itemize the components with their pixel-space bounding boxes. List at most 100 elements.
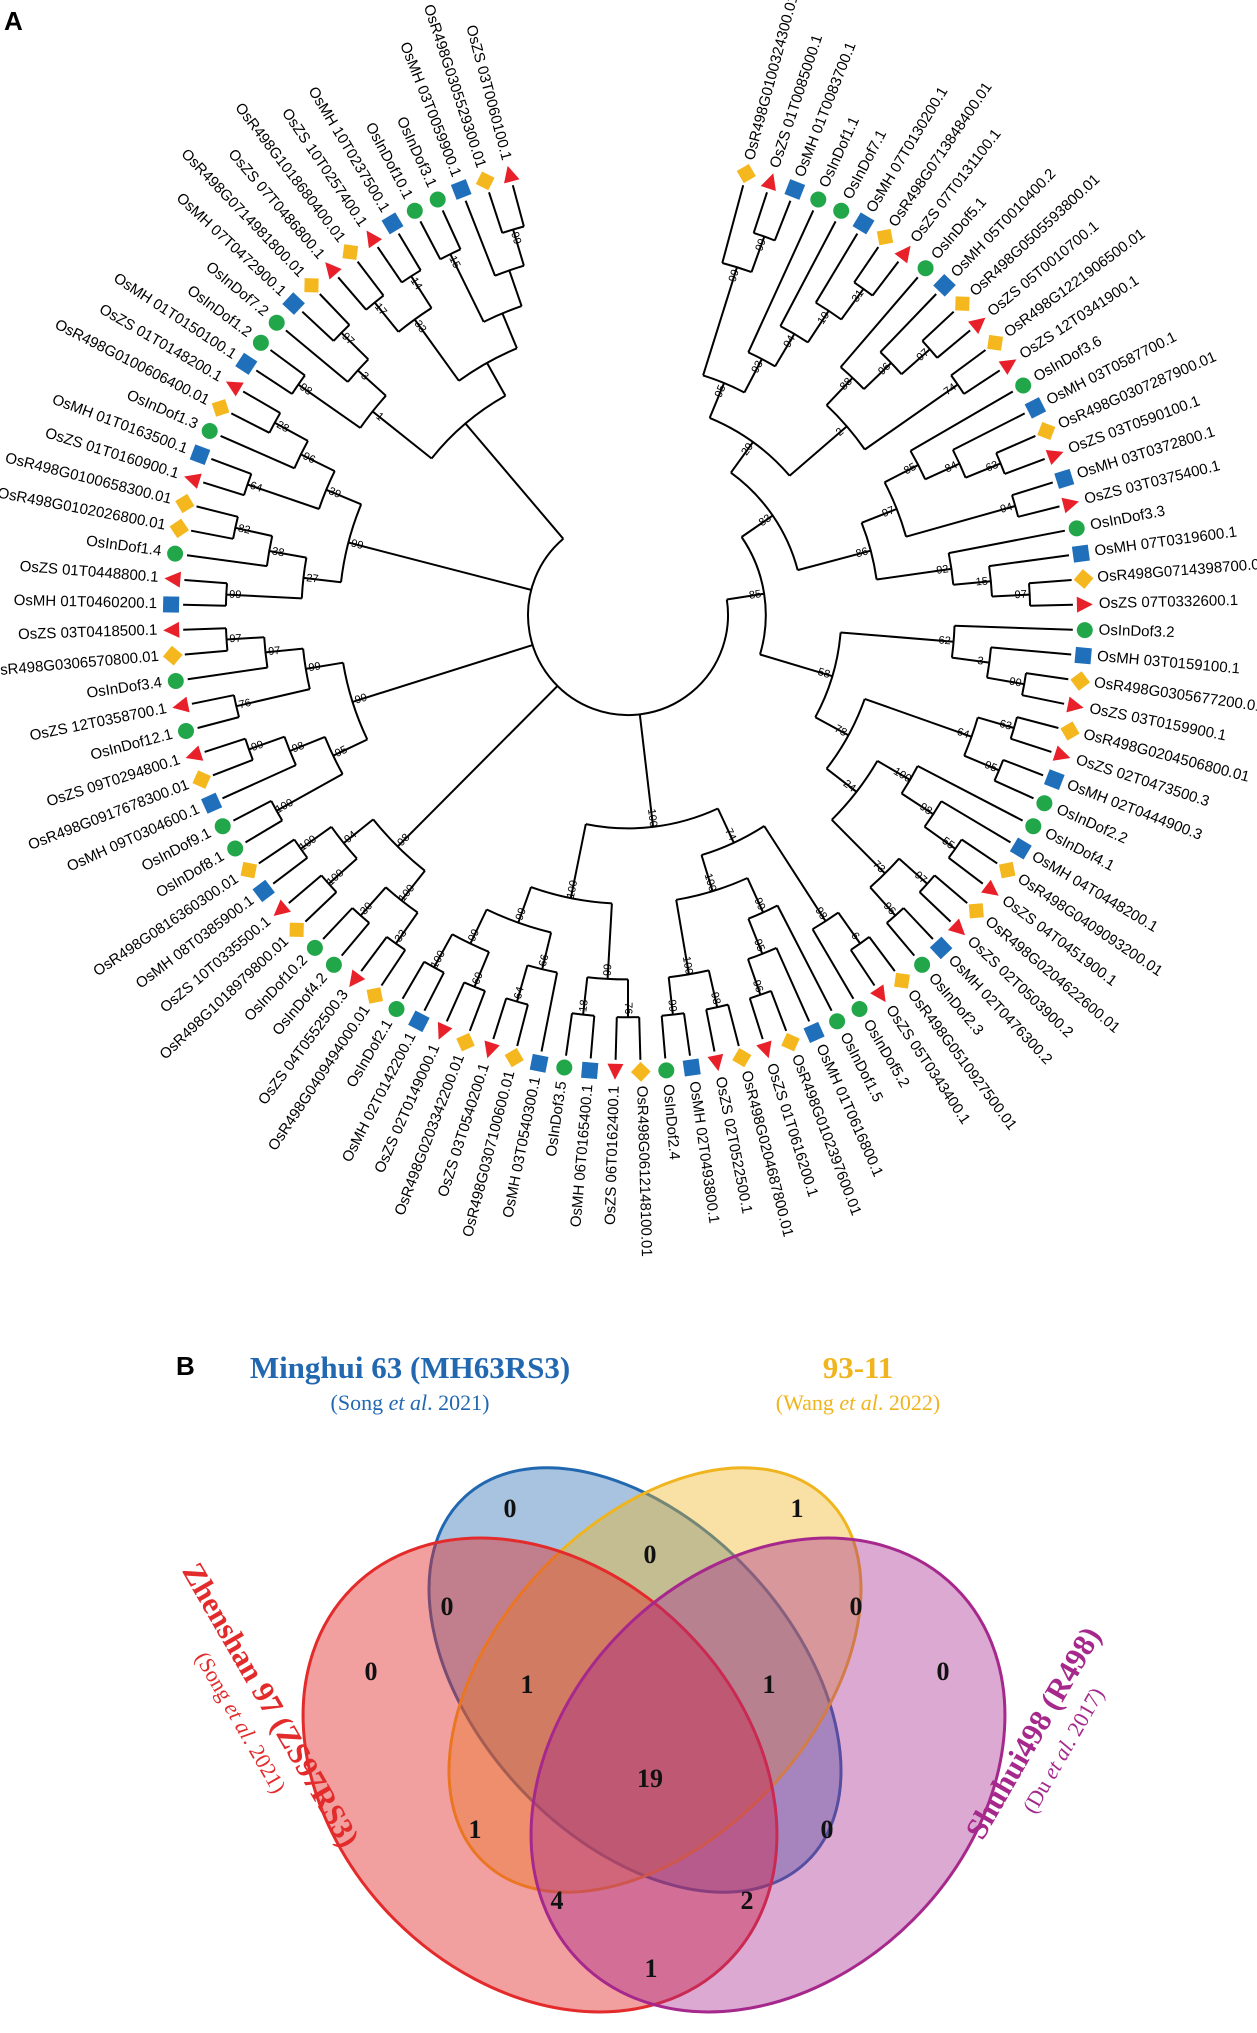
tree-branch-arc xyxy=(853,281,874,297)
bootstrap-value: 99 xyxy=(350,537,365,552)
count-minghui63-zhenshan97: 0 xyxy=(441,1592,454,1621)
tree-branch-arc xyxy=(900,765,919,795)
bootstrap-value: 97 xyxy=(229,633,242,646)
tree-branch xyxy=(884,464,919,484)
tree-branch xyxy=(747,918,764,955)
leaf-yellow-diamond-marker xyxy=(1037,421,1056,441)
leaf-green-circle-marker xyxy=(1036,795,1053,812)
leaf-yellow-diamond-marker xyxy=(289,922,304,937)
leaf-red-triangle-marker xyxy=(1066,696,1084,713)
tree-branch xyxy=(242,390,281,414)
bootstrap-value: 95 xyxy=(333,744,349,760)
leaf-red-triangle-marker xyxy=(607,1063,624,1080)
bootstrap-value: 97 xyxy=(1014,589,1027,602)
tree-branch xyxy=(952,412,1026,451)
tree-branch xyxy=(864,697,972,738)
bootstrap-value: 3 xyxy=(977,655,985,668)
bootstrap-value: 10 xyxy=(815,310,832,327)
bootstrap-value: 14 xyxy=(408,275,425,292)
tree-branch xyxy=(774,333,796,367)
tree-branch xyxy=(863,362,892,390)
leaf-blue-square-marker xyxy=(1009,837,1032,860)
tree-branch xyxy=(901,792,934,816)
tree-branch xyxy=(831,819,886,875)
bootstrap-value: 99 xyxy=(250,739,266,754)
tree-branch xyxy=(248,735,285,751)
bootstrap-value: 28 xyxy=(274,419,290,435)
leaf-red-triangle-marker xyxy=(273,899,291,916)
bootstrap-value: 86 xyxy=(855,546,870,561)
tree-branch xyxy=(469,909,488,945)
leaf-red-triangle-marker xyxy=(870,984,886,1003)
tree-branch-arc xyxy=(950,374,965,395)
tree-branch xyxy=(541,932,553,970)
bootstrap-value: 60 xyxy=(470,971,486,987)
bootstrap-value: 84 xyxy=(943,459,959,475)
tree-branches xyxy=(183,184,1073,1060)
tree-branch-arc xyxy=(401,269,422,284)
tree-branch xyxy=(991,593,1030,598)
venn-set-shuhui498 xyxy=(529,1536,1007,2014)
tree-branch-arc xyxy=(1021,672,1027,696)
tree-branch xyxy=(247,483,320,510)
leaf-blue-square-marker xyxy=(162,596,180,613)
leaf-blue-square-marker xyxy=(450,179,472,200)
tree-branch xyxy=(849,949,876,987)
count-93-11-zhenshan97: 1 xyxy=(469,1815,482,1844)
tree-branch xyxy=(1028,579,1072,585)
leaf-yellow-diamond-marker xyxy=(304,278,319,293)
tree-branch xyxy=(876,567,952,581)
count-93-11-only: 1 xyxy=(791,1494,804,1523)
leaf-label: OsZS 03T0418500.1 xyxy=(18,622,158,644)
leaf-red-triangle-marker xyxy=(437,1021,453,1040)
bootstrap-value: 38 xyxy=(271,545,285,559)
count-minghui63-93-11-shuhui498: 1 xyxy=(763,1670,776,1699)
tree-branch xyxy=(226,593,302,600)
leaf-yellow-diamond-marker xyxy=(456,1032,475,1052)
tree-branch xyxy=(948,529,1066,555)
tree-branch xyxy=(918,891,952,923)
tree-branch xyxy=(902,907,934,940)
tree-branch xyxy=(348,541,532,591)
tree-branch xyxy=(775,947,811,1022)
leaf-red-triangle-marker xyxy=(366,230,383,249)
leaf-blue-square-marker xyxy=(381,212,404,235)
tree-branch xyxy=(395,912,419,945)
leaf-green-circle-marker xyxy=(658,1062,675,1079)
tree-branch xyxy=(433,933,454,968)
tree-branch-arc xyxy=(320,874,338,893)
tree-branch xyxy=(814,233,859,304)
count-minghui63-zhenshan97-shuhui498: 2 xyxy=(741,1886,754,1915)
tree-branch xyxy=(183,603,226,607)
tree-branch xyxy=(917,765,1024,822)
tree-branch xyxy=(244,819,283,844)
tree-branch xyxy=(589,1015,596,1059)
tree-branch xyxy=(236,688,311,708)
tree-branch xyxy=(232,800,272,822)
bootstrap-value: 99 xyxy=(308,660,322,674)
bootstrap-value: 99 xyxy=(353,692,368,707)
tree-branch xyxy=(1016,716,1059,729)
leaf-blue-square-marker xyxy=(852,212,875,235)
bootstrap-value: 33 xyxy=(412,318,429,335)
tree-branch xyxy=(285,329,349,383)
tree-branch xyxy=(770,990,788,1032)
bootstrap-value: 33 xyxy=(393,928,410,945)
bootstrap-value: 95 xyxy=(751,937,767,953)
leaf-red-triangle-marker xyxy=(185,745,204,761)
bootstrap-value: 100 xyxy=(565,879,580,899)
venn-counts: 0 1 0 0 0 0 1 1 0 19 1 0 4 2 1 xyxy=(365,1494,950,1983)
leaf-yellow-diamond-marker xyxy=(175,493,195,514)
bootstrap-value: 64 xyxy=(955,726,971,741)
tree-branch xyxy=(380,949,407,987)
leaf-yellow-diamond-marker xyxy=(894,972,910,989)
leaf-yellow-diamond-marker xyxy=(169,518,190,539)
tree-branch xyxy=(797,549,871,572)
leaf-label: OsR498G0714398700.01 xyxy=(1097,555,1257,585)
tree-branch xyxy=(269,349,306,377)
tree-branch xyxy=(488,191,504,234)
bootstrap-value: 99 xyxy=(751,896,767,912)
leaf-blue-square-marker xyxy=(1054,468,1075,489)
bootstrap-value: 63 xyxy=(998,718,1013,733)
tree-branch-arc xyxy=(918,874,936,893)
